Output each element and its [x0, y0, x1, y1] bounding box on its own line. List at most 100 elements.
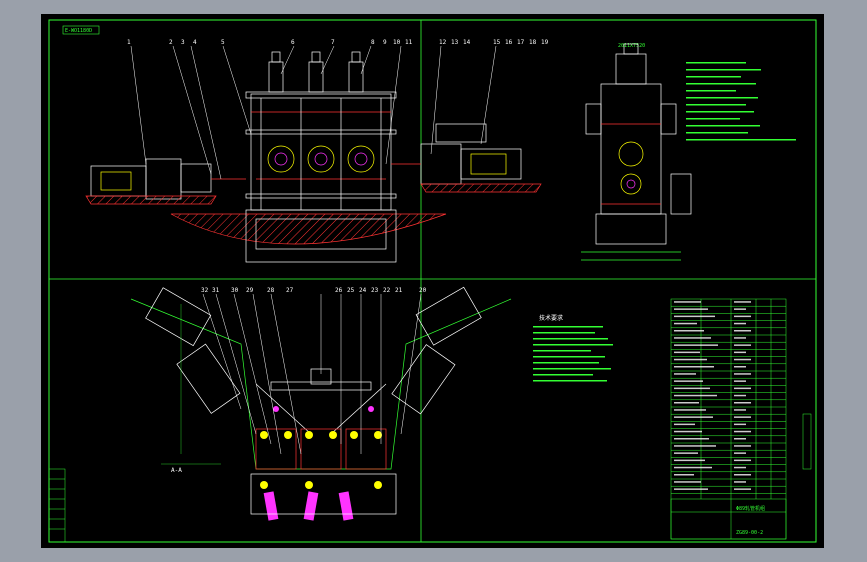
svg-text:6: 6: [291, 39, 295, 46]
parts-row-text: [674, 301, 701, 303]
parts-row-text: [734, 387, 751, 390]
parts-row-text: [734, 330, 751, 332]
svg-text:32: 32: [201, 287, 209, 294]
parts-row-text: [674, 351, 700, 354]
parts-row-text: [674, 466, 712, 469]
parts-row-text: [734, 358, 751, 361]
parts-row-text: [734, 308, 746, 310]
parts-row-text: [674, 330, 704, 332]
parts-row-text: [734, 481, 746, 483]
parts-row-text: [734, 315, 751, 318]
parts-row-text: [674, 409, 706, 411]
parts-row-text: [734, 452, 746, 454]
parts-row-text: [674, 315, 715, 318]
foundation-hatch: [170, 213, 447, 245]
balloon-leaders-top: [130, 45, 497, 180]
parts-row-text: [734, 409, 746, 411]
svg-text:13: 13: [451, 39, 459, 46]
svg-text:5: 5: [221, 39, 225, 46]
vertical-margin-label: [802, 413, 812, 470]
parts-row-text: [674, 438, 709, 440]
view-label-right: 2011X7520: [618, 43, 645, 49]
parts-row-text: [734, 438, 746, 440]
parts-row-text: [734, 344, 751, 346]
parts-row-text: [734, 423, 746, 426]
parts-row-text: [674, 394, 717, 397]
parts-list: [670, 298, 787, 540]
svg-text:23: 23: [371, 287, 379, 294]
parts-row-text: [674, 423, 695, 426]
balloon-labels-top-left: 1 2 3 4 5 6 7 8 9 10 11: [127, 39, 413, 46]
tech-req-lines: [533, 326, 613, 382]
parts-row-text: [734, 337, 746, 339]
parts-row-text: [734, 322, 746, 325]
parts-row-text: [674, 459, 705, 462]
parts-row-text: [674, 481, 701, 483]
tech-notes-upper: [686, 62, 796, 141]
title-block-drawing-no: ZG89-00-2: [736, 530, 763, 536]
section-label: A-A: [171, 467, 182, 474]
svg-text:14: 14: [463, 39, 471, 46]
svg-text:18: 18: [529, 39, 537, 46]
parts-row-text: [674, 380, 703, 382]
svg-text:17: 17: [517, 39, 525, 46]
left-drive-motor: [85, 158, 246, 205]
svg-text:9: 9: [383, 39, 387, 46]
drawing-border: [48, 19, 817, 543]
right-drive-motor: [391, 123, 542, 193]
parts-row-text: [674, 452, 698, 454]
svg-text:10: 10: [393, 39, 401, 46]
parts-row-text: [734, 380, 746, 382]
svg-text:22: 22: [383, 287, 391, 294]
revision-table: [48, 468, 66, 543]
svg-text:25: 25: [347, 287, 355, 294]
balloon-leaders-bottom: [202, 293, 422, 455]
parts-row-text: [674, 474, 694, 476]
parts-row-text: [674, 358, 707, 361]
parts-row-text: [734, 301, 751, 303]
svg-text:2: 2: [169, 39, 173, 46]
svg-text:19: 19: [541, 39, 549, 46]
cad-viewport[interactable]: E-WO1180D 2011X7520: [41, 14, 824, 548]
view-label-box: [62, 25, 100, 35]
svg-text:16: 16: [505, 39, 513, 46]
parts-row-text: [674, 387, 710, 390]
svg-text:27: 27: [286, 287, 294, 294]
parts-row-text: [734, 474, 751, 476]
svg-text:24: 24: [359, 287, 367, 294]
parts-row-text: [734, 366, 746, 368]
svg-text:12: 12: [439, 39, 447, 46]
parts-row-text: [734, 351, 746, 354]
parts-row-text: [674, 344, 718, 346]
parts-row-text: [674, 308, 708, 310]
svg-text:11: 11: [405, 39, 413, 46]
svg-text:15: 15: [493, 39, 501, 46]
svg-text:26: 26: [335, 287, 343, 294]
parts-row-text: [674, 337, 711, 339]
svg-text:31: 31: [212, 287, 220, 294]
parts-row-text: [674, 373, 696, 375]
svg-text:30: 30: [231, 287, 239, 294]
cad-drawing: E-WO1180D 2011X7520: [48, 19, 817, 543]
parts-row-text: [674, 416, 713, 418]
parts-row-text: [734, 459, 751, 462]
parts-row-text: [734, 430, 751, 433]
plan-view: [130, 286, 512, 521]
parts-row-text: [734, 445, 751, 447]
view-label-top: E-WO1180D: [65, 28, 92, 34]
svg-text:29: 29: [246, 287, 254, 294]
parts-row-text: [674, 402, 699, 404]
parts-row-text: [734, 488, 751, 490]
parts-list-fill: [674, 301, 751, 490]
svg-text:1: 1: [127, 39, 131, 46]
svg-text:7: 7: [331, 39, 335, 46]
svg-text:4: 4: [193, 39, 197, 46]
balloon-labels-top-right: 12 13 14 15 16 17 18 19: [439, 39, 549, 46]
parts-row-text: [734, 466, 746, 469]
parts-row-text: [734, 416, 751, 418]
parts-row-text: [674, 430, 702, 433]
svg-text:3: 3: [181, 39, 185, 46]
svg-text:20: 20: [419, 287, 427, 294]
parts-row-text: [674, 488, 708, 490]
front-view: [170, 51, 447, 263]
